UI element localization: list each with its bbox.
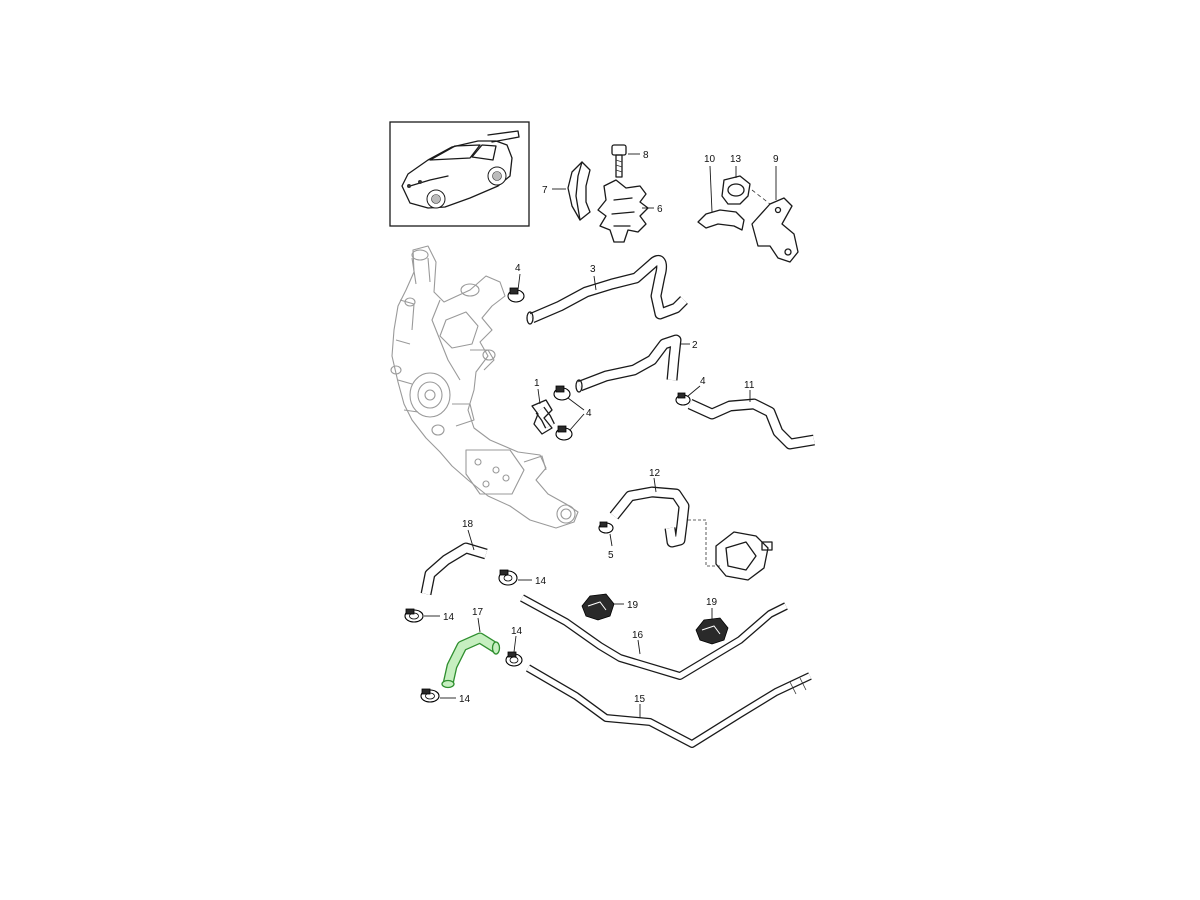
part-18-hose — [420, 542, 488, 596]
label-part-4-right: 4 — [700, 376, 706, 387]
label-part-9: 9 — [773, 154, 779, 165]
label-part-19-left: 19 — [627, 600, 639, 611]
label-part-14-upper-right: 14 — [535, 576, 547, 587]
part-1-elbow-connector — [531, 399, 555, 435]
part-12-hose — [609, 486, 720, 567]
label-part-7: 7 — [542, 185, 548, 196]
vehicle-thumbnail — [389, 121, 530, 227]
clamp-4-right — [675, 392, 691, 406]
label-part-18: 18 — [462, 519, 474, 530]
label-part-4-top: 4 — [515, 263, 521, 274]
clamp-14-upper-right — [498, 569, 518, 586]
leader-lines — [424, 153, 777, 718]
label-part-6: 6 — [657, 204, 663, 215]
control-valve-unit — [715, 531, 773, 581]
clamp-14-upper-left — [404, 608, 424, 623]
part-13-clip — [721, 175, 751, 205]
part-8-bolt — [611, 144, 627, 178]
label-part-13: 13 — [730, 154, 742, 165]
label-part-14-upper-left: 14 — [443, 612, 455, 623]
part-19-holder-right — [695, 617, 729, 645]
label-part-19-right: 19 — [706, 597, 718, 608]
label-part-10: 10 — [704, 154, 716, 165]
engine-block-illustration — [390, 245, 579, 529]
label-part-17: 17 — [472, 607, 484, 618]
part-19-holder-left — [581, 593, 615, 621]
part-9-mounting-bracket — [751, 189, 799, 263]
label-part-15: 15 — [634, 694, 646, 705]
part-15-pipe — [525, 664, 812, 748]
clamp-4-lower-mid — [555, 425, 573, 441]
label-part-4-mid: 4 — [586, 408, 592, 419]
clamp-5 — [598, 521, 614, 534]
part-number-labels: 7 8 6 10 13 9 3 4 2 1 4 4 11 12 5 18 14 … — [443, 150, 779, 705]
label-part-2: 2 — [692, 340, 698, 351]
label-part-11: 11 — [744, 380, 755, 391]
clamp-14-lower-left — [420, 688, 440, 703]
part-2-hose — [575, 334, 682, 393]
clamp-4-top — [507, 287, 525, 303]
part-16-pipe — [520, 594, 788, 680]
part-11-hose — [687, 398, 815, 450]
part-3-hose — [526, 255, 688, 325]
label-part-16: 16 — [632, 630, 644, 641]
clamp-14-lower-right — [505, 651, 523, 667]
label-part-12: 12 — [649, 468, 661, 479]
label-part-8: 8 — [643, 150, 649, 161]
part-17-hose-highlighted — [441, 632, 501, 689]
label-part-5: 5 — [608, 550, 614, 561]
label-part-3: 3 — [590, 264, 596, 275]
car-icon — [401, 130, 520, 209]
label-part-14-lower-right: 14 — [511, 626, 523, 637]
label-part-14-lower-left: 14 — [459, 694, 471, 705]
label-part-1: 1 — [534, 378, 540, 389]
part-7-bracket-shell — [567, 161, 591, 221]
part-10-strap — [697, 209, 745, 231]
clamp-4-upper-mid — [553, 385, 571, 401]
part-6-holder-clip — [597, 179, 649, 243]
